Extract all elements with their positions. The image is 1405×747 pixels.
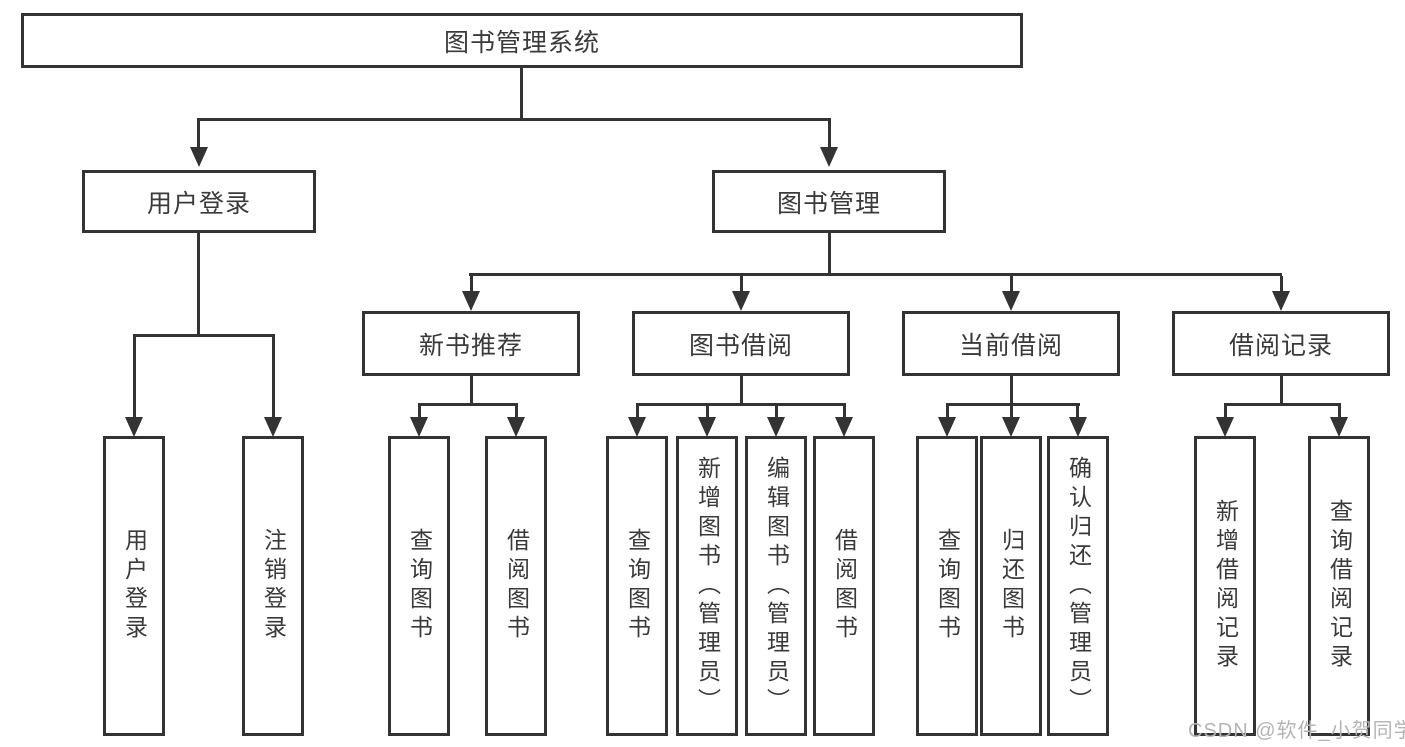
connector-line — [470, 276, 473, 293]
leaf-user-login: 用户登录 — [103, 436, 165, 736]
arrow-down-icon — [1330, 417, 1348, 437]
connector-line — [843, 406, 846, 418]
arrow-down-icon — [1272, 291, 1290, 311]
connector-line — [1280, 276, 1283, 293]
arrow-down-icon — [835, 417, 853, 437]
arrow-down-icon — [1002, 291, 1020, 311]
arrow-down-icon — [1069, 417, 1087, 437]
leaf-borrow-add-admin: 新增图书（管理员） — [676, 436, 738, 736]
arrow-down-icon — [264, 417, 282, 437]
leaf-borrow-borrow: 借阅图书 — [813, 436, 875, 736]
node-user-login: 用户登录 — [82, 170, 316, 233]
connector-line — [1224, 406, 1227, 418]
arrow-down-icon — [767, 417, 785, 437]
connector-line — [520, 68, 523, 121]
arrow-down-icon — [190, 147, 208, 167]
arrow-down-icon — [938, 417, 956, 437]
node-root: 图书管理系统 — [21, 13, 1023, 68]
connector-line — [828, 233, 831, 276]
csdn-watermark: CSDN @软件_小贺同学 — [1188, 720, 1405, 742]
leaf-borrow-edit-admin: 编辑图书（管理员） — [745, 436, 807, 736]
connector-line — [469, 273, 1282, 276]
connector-line — [1280, 376, 1283, 406]
arrow-down-icon — [507, 417, 525, 437]
connector-line — [197, 118, 831, 121]
leaf-records-add: 新增借阅记录 — [1194, 436, 1256, 736]
connector-line — [1338, 406, 1341, 418]
leaf-logout: 注销登录 — [242, 436, 304, 736]
connector-line — [946, 403, 1080, 406]
arrow-down-icon — [125, 417, 143, 437]
leaf-current-confirm-admin: 确认归还（管理员） — [1047, 436, 1109, 736]
leaf-borrow-query: 查询图书 — [606, 436, 668, 736]
connector-line — [946, 406, 949, 418]
connector-line — [133, 337, 136, 417]
connector-line — [470, 376, 473, 406]
connector-line — [133, 334, 275, 337]
connector-line — [1224, 403, 1341, 406]
node-current-borrow: 当前借阅 — [902, 311, 1120, 376]
leaf-newbooks-query: 查询图书 — [388, 436, 450, 736]
connector-line — [1076, 406, 1079, 418]
arrow-down-icon — [732, 291, 750, 311]
node-borrow-records: 借阅记录 — [1172, 311, 1390, 376]
leaf-current-query: 查询图书 — [916, 436, 978, 736]
connector-line — [515, 406, 518, 418]
arrow-down-icon — [628, 417, 646, 437]
arrow-down-icon — [1002, 417, 1020, 437]
connector-line — [775, 406, 778, 418]
connector-line — [1010, 376, 1013, 406]
arrow-down-icon — [410, 417, 428, 437]
connector-line — [636, 406, 639, 418]
connector-line — [418, 406, 421, 418]
arrow-down-icon — [820, 147, 838, 167]
connector-line — [636, 403, 846, 406]
connector-line — [197, 233, 200, 337]
connector-line — [197, 121, 200, 149]
leaf-newbooks-borrow: 借阅图书 — [485, 436, 547, 736]
leaf-records-query: 查询借阅记录 — [1308, 436, 1370, 736]
connector-line — [706, 406, 709, 418]
node-new-book-recommend: 新书推荐 — [362, 311, 580, 376]
connector-line — [740, 376, 743, 406]
node-book-management: 图书管理 — [712, 170, 946, 233]
arrow-down-icon — [462, 291, 480, 311]
arrow-down-icon — [698, 417, 716, 437]
connector-line — [828, 121, 831, 149]
connector-line — [272, 337, 275, 417]
leaf-current-return: 归还图书 — [980, 436, 1042, 736]
connector-line — [740, 276, 743, 293]
node-book-borrow: 图书借阅 — [632, 311, 850, 376]
connector-line — [418, 403, 518, 406]
connector-line — [1010, 276, 1013, 293]
connector-line — [1010, 406, 1013, 418]
arrow-down-icon — [1216, 417, 1234, 437]
